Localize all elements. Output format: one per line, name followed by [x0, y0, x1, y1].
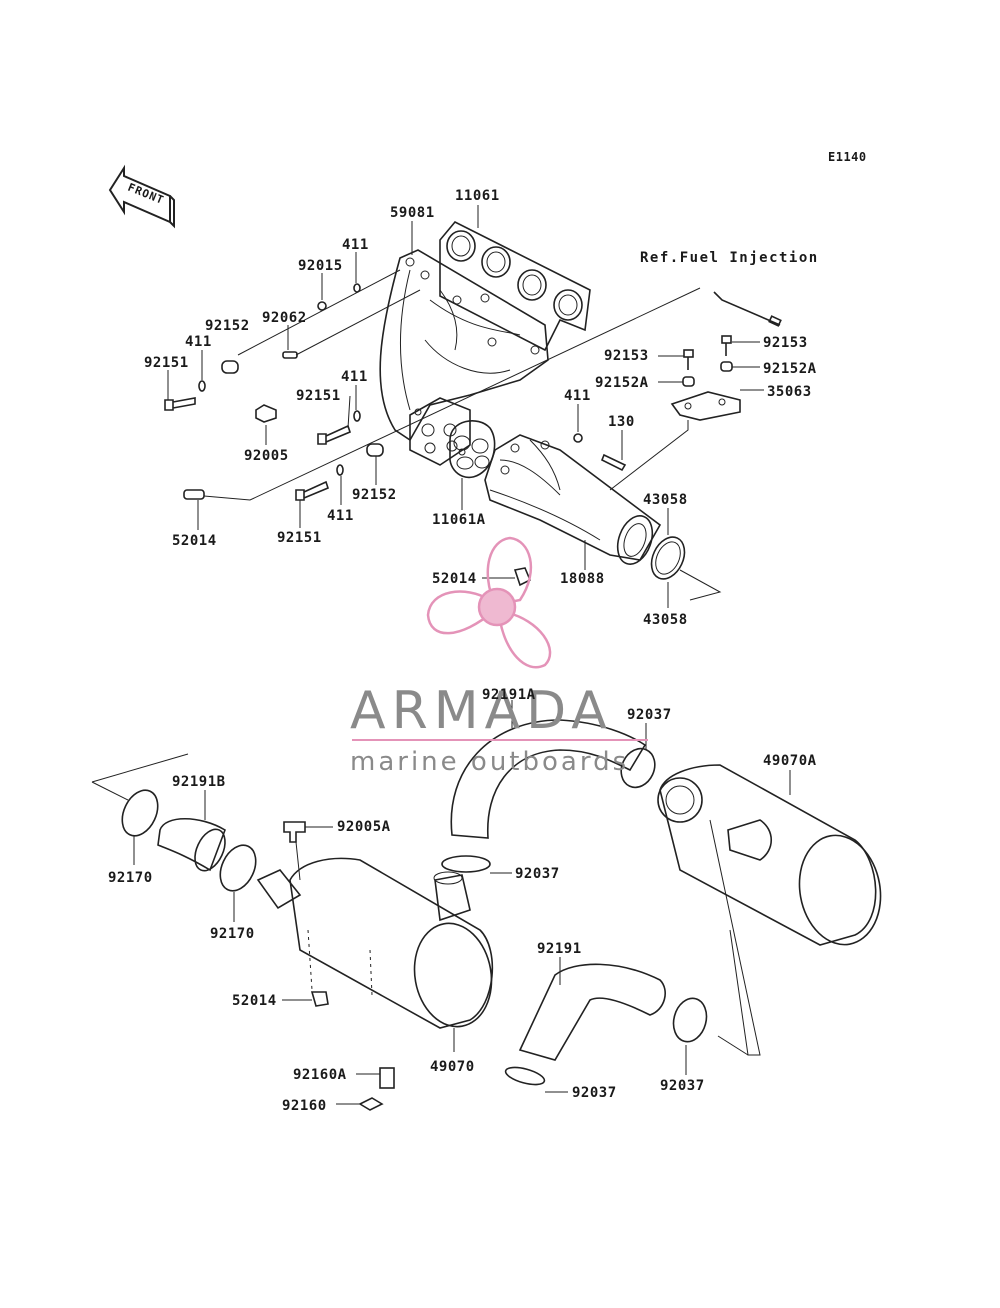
part-label-p7: 411 [185, 334, 212, 350]
washer-411-b [198, 380, 206, 392]
bolt-92153-b [721, 335, 732, 356]
plug-92005 [255, 404, 277, 423]
part-label-p14: 92153 [604, 348, 649, 364]
nut-92015 [317, 301, 327, 311]
watermark-logo: ARMADA marine outboards [350, 536, 648, 777]
collar-92152a-b [720, 361, 733, 372]
bolt-92151-c [295, 480, 329, 501]
part-labels: 11061 59081 411 92015 92062 92152 411 92… [108, 188, 817, 1114]
clamp-43058 [650, 536, 686, 580]
part-label-p5: 92062 [262, 310, 307, 326]
clamp-92170-b [219, 844, 257, 892]
fitting-52014-c [310, 991, 329, 1007]
bolt-130 [600, 453, 627, 472]
part-label-p36: 52014 [232, 993, 277, 1009]
part-label-p9: 411 [341, 369, 368, 385]
collar-92152-b [366, 443, 384, 457]
part-label-p40: 92160A [293, 1067, 347, 1083]
watermark-brand: ARMADA [350, 681, 613, 741]
leader-lines [91, 205, 791, 1105]
hose-92191b [157, 818, 226, 872]
part-label-p38: 49070 [430, 1059, 475, 1075]
part-label-p33: 92170 [108, 870, 153, 886]
clamp-92037-b [441, 855, 491, 873]
exhaust-pipe-18088 [484, 434, 662, 565]
bolt-92151-a [164, 397, 196, 411]
part-label-p13: 130 [608, 414, 635, 430]
part-label-p31: 92191B [172, 774, 226, 790]
part-label-p21: 411 [327, 508, 354, 524]
part-label-p17: 92152A [763, 361, 817, 377]
bolt-92151-b [317, 424, 351, 445]
stud-92062 [282, 351, 298, 359]
sensor-lead [713, 291, 782, 327]
part-label-p2: 59081 [390, 205, 435, 221]
washer-411-c [353, 410, 361, 422]
washer-411-a [353, 283, 361, 293]
part-label-p12: 411 [564, 388, 591, 404]
part-label-p27: 43058 [643, 612, 688, 628]
bolt-92153-a [683, 349, 694, 370]
reference-note: Ref.Fuel Injection [640, 250, 819, 266]
part-label-p1: 11061 [455, 188, 500, 204]
part-label-p30: 49070A [763, 753, 817, 769]
washer-411-e [573, 433, 583, 443]
part-label-p15: 92152A [595, 375, 649, 391]
part-label-p24: 43058 [643, 492, 688, 508]
watermark-tagline: marine outboards [350, 747, 629, 777]
part-label-p22: 92152 [352, 487, 397, 503]
part-label-p37: 92191 [537, 941, 582, 957]
label-plate-92160 [358, 1097, 384, 1111]
hose-92191a [450, 719, 647, 839]
fitting-92005a [283, 821, 306, 843]
part-label-p26: 18088 [560, 571, 605, 587]
part-label-p23: 11061A [432, 512, 486, 528]
part-label-p6: 92152 [205, 318, 250, 334]
clamp-92170-a [121, 789, 159, 837]
part-label-p11: 92005 [244, 448, 289, 464]
part-label-p18: 35063 [767, 384, 812, 400]
part-label-p34: 92170 [210, 926, 255, 942]
hose-92191 [518, 963, 666, 1061]
clamp-92037-d [504, 1066, 546, 1086]
part-label-p35: 92037 [515, 866, 560, 882]
propeller-icon [426, 536, 552, 669]
part-label-p16: 92153 [763, 335, 808, 351]
part-label-p42: 92160 [282, 1098, 327, 1114]
front-arrow-icon: FRONT [108, 164, 175, 229]
muffler-49070 [256, 857, 494, 1029]
muffler-49070a [657, 764, 882, 946]
part-label-p32: 92005A [337, 819, 391, 835]
washer-411-d [336, 464, 344, 476]
part-label-p29: 92037 [627, 707, 672, 723]
diagram-code: E1140 [828, 150, 867, 164]
collar-92152-a [221, 360, 239, 374]
part-label-p8: 92151 [144, 355, 189, 371]
part-label-p28: 92191A [482, 687, 536, 703]
part-label-p20: 92151 [277, 530, 322, 546]
bracket-35063 [670, 391, 741, 421]
part-label-p39: 92037 [660, 1078, 705, 1094]
part-label-p10: 92151 [296, 388, 341, 404]
part-label-p3: 411 [342, 237, 369, 253]
clamp-92037-c [672, 997, 708, 1043]
part-label-p41: 92037 [572, 1085, 617, 1101]
part-label-p4: 92015 [298, 258, 343, 274]
part-label-p25: 52014 [432, 571, 477, 587]
collar-92152a-a [682, 376, 695, 387]
fitting-52014-a [183, 489, 205, 500]
part-label-p19: 52014 [172, 533, 217, 549]
label-plate-92160a [379, 1067, 395, 1089]
exhaust-manifold [379, 220, 591, 466]
